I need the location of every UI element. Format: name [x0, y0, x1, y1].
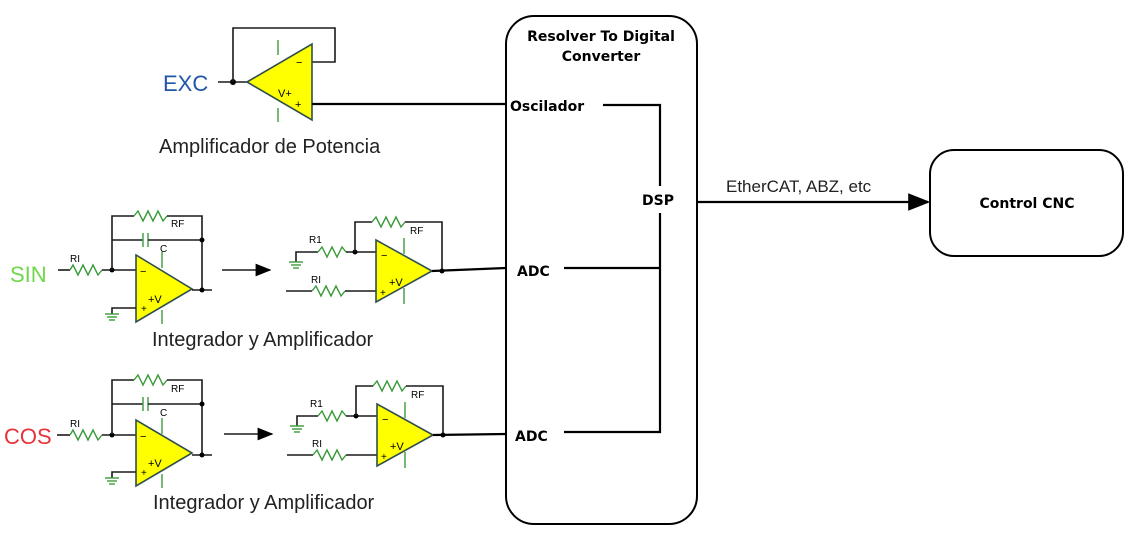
ri-label: RI [312, 439, 322, 450]
sin-amplifier-opamp [375, 238, 434, 304]
rdc-box [505, 15, 698, 525]
opamp-minus-label: − [140, 431, 146, 443]
rdc-title-line2: Converter [562, 49, 641, 65]
opamp-plus-label: + [141, 304, 147, 315]
rdc-oscillator-label: Oscilador [510, 99, 584, 115]
power-amplifier: − + V+ [218, 27, 506, 122]
c-label: C [160, 408, 167, 419]
r1-label: R1 [310, 399, 323, 410]
ri-label: RI [70, 419, 80, 430]
rf-label: RF [411, 390, 424, 401]
cos-amplifier-opamp [376, 402, 435, 468]
rdc-dsp-label: DSP [642, 193, 674, 209]
cnc-control-box [929, 149, 1124, 257]
sin-integrator-opamp [135, 253, 194, 324]
power-opamp [245, 42, 313, 122]
cos-amplifier: R1 RF RI − + +V [287, 379, 507, 468]
sin-integrator: RI RF C − + +V [58, 209, 212, 324]
opamp-supply-label: +V [390, 441, 404, 453]
sin-input-label: SIN [10, 262, 47, 287]
opamp-plus-label: + [141, 468, 147, 479]
opamp-supply-label: +V [148, 294, 162, 306]
sin-amplifier: R1 RF RI − + +V [286, 215, 507, 304]
cnc-control-label: Control CNC [979, 196, 1074, 212]
opamp-minus-label: − [381, 250, 387, 262]
opamp-minus-label: − [382, 414, 388, 426]
rdc-adc-cos-label: ADC [515, 429, 548, 445]
r1-label: R1 [309, 235, 322, 246]
exc-input-label: EXC [163, 71, 208, 96]
ethercat-link-label: EtherCAT, ABZ, etc [726, 177, 872, 196]
dsp-bus-wire [564, 213, 662, 434]
rf-label: RF [410, 226, 423, 237]
opamp-supply-label: V+ [278, 88, 292, 100]
oscillator-to-dsp-wire [603, 103, 662, 186]
rf-label: RF [171, 219, 184, 230]
rdc-adc-sin-label: ADC [517, 264, 550, 280]
rdc-title-line1: Resolver To Digital [527, 29, 675, 45]
opamp-plus-label: + [295, 99, 301, 111]
opamp-supply-label: +V [148, 458, 162, 470]
ri-label: RI [70, 254, 80, 265]
power-amp-caption: Amplificador de Potencia [159, 136, 381, 158]
cos-integrator-caption: Integrador y Amplificador [153, 492, 375, 514]
opamp-plus-label: + [381, 452, 387, 463]
cos-integrator: RI RF C − + +V [57, 373, 212, 488]
opamp-supply-label: +V [389, 277, 403, 289]
opamp-minus-label: − [140, 266, 146, 278]
cos-input-label: COS [4, 424, 52, 449]
ri-label: RI [311, 275, 321, 286]
sin-integrator-caption: Integrador y Amplificador [152, 329, 374, 351]
rf-label: RF [171, 384, 184, 395]
opamp-plus-label: + [380, 288, 386, 299]
opamp-minus-label: − [296, 57, 302, 69]
c-label: C [160, 244, 167, 255]
cos-integrator-opamp [135, 418, 194, 488]
